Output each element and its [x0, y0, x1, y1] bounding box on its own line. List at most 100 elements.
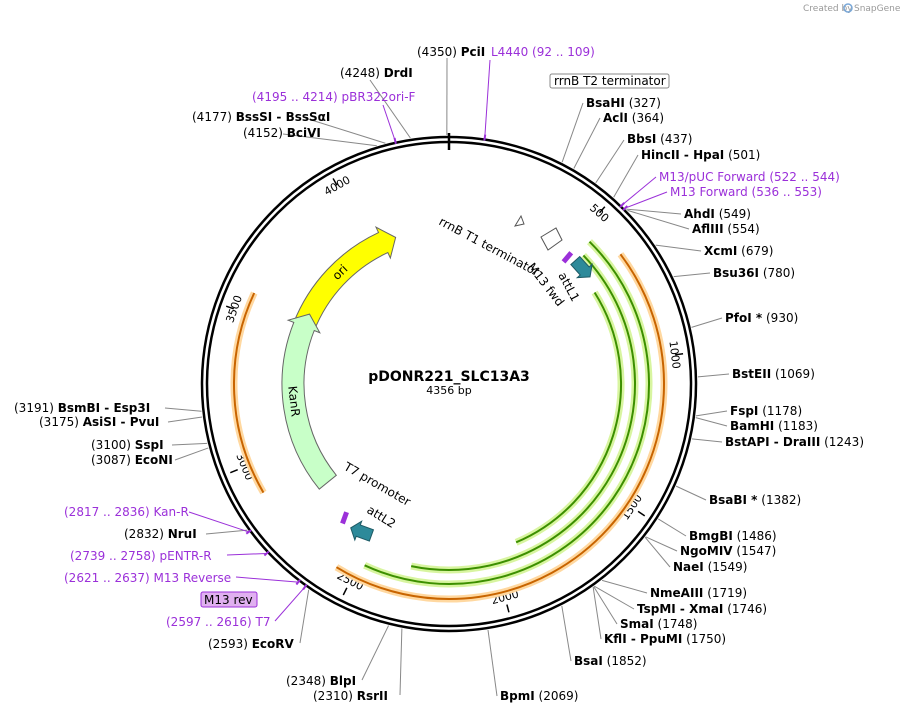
primer-marker-t7: [302, 584, 308, 591]
rrnb-t2-label: rrnB T2 terminator: [554, 74, 666, 88]
arc-orange: [335, 253, 665, 600]
site-label-bsabi[interactable]: BsaBI * (1382): [709, 493, 801, 507]
leader-xcmi: [655, 244, 702, 252]
leader-rsrii: [399, 628, 403, 696]
site-label-naei[interactable]: NaeI (1549): [673, 560, 747, 574]
attl2-primer-site: [340, 511, 349, 525]
leader-bcivi: [282, 133, 377, 147]
leader-bbsi: [595, 139, 625, 184]
primer-marker-m13rev_site: [295, 579, 301, 586]
leader-bsahi: [561, 102, 584, 163]
site-label-bamhi[interactable]: BamHI (1183): [730, 419, 818, 433]
leader-ahdi: [626, 208, 682, 215]
site-label-xcmi[interactable]: XcmI (679): [704, 244, 773, 258]
site-label-sspi[interactable]: (3100) SspI: [91, 438, 164, 452]
site-label-fspi[interactable]: FspI (1178): [730, 404, 802, 418]
tick-mark: [332, 178, 338, 186]
arc-green_outer: [364, 240, 650, 585]
credit-brand: SnapGene: [854, 4, 901, 14]
leader-naei: [644, 537, 671, 568]
arc-green_inner: [515, 291, 622, 544]
leader-l4440: [484, 59, 491, 138]
m13-rev-box[interactable]: M13 rev: [200, 591, 258, 608]
leader-bsai: [561, 605, 572, 662]
arc-orange_left: [233, 292, 265, 494]
m13-rev-label: M13 rev: [204, 593, 253, 607]
tick-mark: [230, 468, 238, 474]
rrnb-t2-box[interactable]: rrnB T2 terminator: [549, 73, 670, 89]
attl1-arrow[interactable]: [568, 254, 598, 284]
plasmid-name: pDONR221_SLC13A3: [368, 369, 530, 385]
site-label-acli[interactable]: AclI (364): [603, 111, 664, 125]
site-label-bmgbi[interactable]: BmgBI (1486): [689, 529, 777, 543]
site-label-blpi[interactable]: (2348) BlpI: [286, 674, 356, 688]
site-label-econi[interactable]: (3087) EcoNI: [91, 453, 173, 467]
site-label-kanr_primer[interactable]: (2817 .. 2836) Kan-R: [64, 505, 189, 519]
attl2-arrow[interactable]: [347, 518, 375, 544]
site-label-hincii[interactable]: HincII - HpaI (501): [641, 148, 760, 162]
site-label-bcivi[interactable]: (4152) BciVI: [243, 126, 321, 140]
leader-m13fwd: [625, 191, 668, 209]
kanr-feature[interactable]: [281, 313, 338, 490]
site-labels: (4350) PciI (4248) DrdI (4195 .. 4214) pBR…: [14, 45, 864, 703]
site-label-drdi[interactable]: (4248) DrdI: [340, 66, 413, 80]
site-label-nmeaiii[interactable]: NmeAIII (1719): [650, 586, 747, 600]
leader-bsu36i: [673, 272, 711, 278]
site-label-t7[interactable]: (2597 .. 2616) T7: [166, 615, 270, 629]
site-label-bstapi[interactable]: BstAPI - DraIII (1243): [725, 435, 864, 449]
feature-arcs: [230, 239, 668, 603]
site-label-smai[interactable]: SmaI (1748): [620, 617, 697, 631]
arc-green_mid: [410, 254, 636, 571]
site-label-kfli[interactable]: KflI - PpuMI (1750): [604, 632, 726, 646]
site-label-m13fwd[interactable]: M13 Forward (536 .. 553): [670, 185, 822, 199]
site-label-ecorv[interactable]: (2593) EcoRV: [208, 637, 295, 651]
site-label-l4440[interactable]: L4440 (92 .. 109): [491, 45, 595, 59]
t7-promoter-label: T7 promoter: [341, 459, 413, 509]
leader-bsssi: [304, 117, 386, 144]
site-label-bsu36i[interactable]: Bsu36I (780): [713, 266, 795, 280]
leader-kfli: [592, 586, 602, 640]
primer-marker-pentr: [263, 550, 270, 557]
leader-bpmi: [487, 629, 498, 697]
site-label-asisi[interactable]: (3175) AsiSI - PvuI: [39, 415, 159, 429]
leader-bsabi: [675, 485, 707, 501]
rrnb-t1-arrow-a[interactable]: [513, 214, 525, 227]
site-label-bsteii[interactable]: BstEII (1069): [732, 367, 815, 381]
tick-label: 4000: [322, 173, 353, 198]
tick-label: 500: [587, 201, 611, 225]
site-label-aflIII[interactable]: AflIII (554): [692, 222, 760, 236]
site-label-m13rev_site[interactable]: (2621 .. 2637) M13 Reverse: [64, 571, 231, 585]
site-label-pfoi[interactable]: PfoI * (930): [725, 311, 798, 325]
attl2-label: attL2: [364, 503, 398, 531]
backbone: [200, 133, 698, 633]
site-label-bsahi[interactable]: BsaHI (327): [586, 96, 661, 110]
site-label-m13puc[interactable]: M13/pUC Forward (522 .. 544): [659, 170, 840, 184]
leader-ecorv: [299, 589, 310, 644]
site-label-nrui[interactable]: (2832) NruI: [124, 527, 197, 541]
site-label-bbsi[interactable]: BbsI (437): [627, 132, 692, 146]
leader-bsmbi: [164, 407, 202, 412]
snapgene-logo-icon: [843, 3, 853, 13]
site-label-rsrii[interactable]: (2310) RsrII: [313, 689, 388, 703]
leader-bmgbi: [658, 518, 687, 537]
leader-econi: [174, 447, 209, 461]
primer-marker-pbr322: [393, 137, 397, 145]
site-label-bpmi[interactable]: BpmI (2069): [500, 689, 578, 703]
tick-mark: [506, 604, 510, 613]
leader-sspi: [171, 442, 208, 446]
leader-acli: [573, 117, 601, 169]
site-label-bsmbi[interactable]: (3191) BsmBI - Esp3I: [14, 401, 150, 415]
ori-feature[interactable]: [292, 226, 397, 332]
site-label-ngomiv[interactable]: NgoMIV (1547): [680, 544, 776, 558]
site-label-ahdi[interactable]: AhdI (549): [684, 207, 751, 221]
site-label-tspmi[interactable]: TspMI - XmaI (1746): [637, 602, 767, 616]
site-label-bsssi[interactable]: (4177) BssSI - BssSαI: [192, 110, 330, 124]
leader-pfoi: [691, 317, 723, 328]
site-label-bsai[interactable]: BsaI (1852): [574, 654, 647, 668]
leader-nrui: [205, 529, 248, 535]
site-label-pbr322[interactable]: (4195 .. 4214) pBR322ori-F: [252, 90, 416, 104]
site-label-pentr[interactable]: (2739 .. 2758) pENTR-R: [70, 549, 212, 563]
leader-ngomiv: [645, 536, 678, 552]
rrnb-t1-arrow-b[interactable]: [540, 227, 563, 251]
site-label-pcii[interactable]: (4350) PciI: [417, 45, 485, 59]
